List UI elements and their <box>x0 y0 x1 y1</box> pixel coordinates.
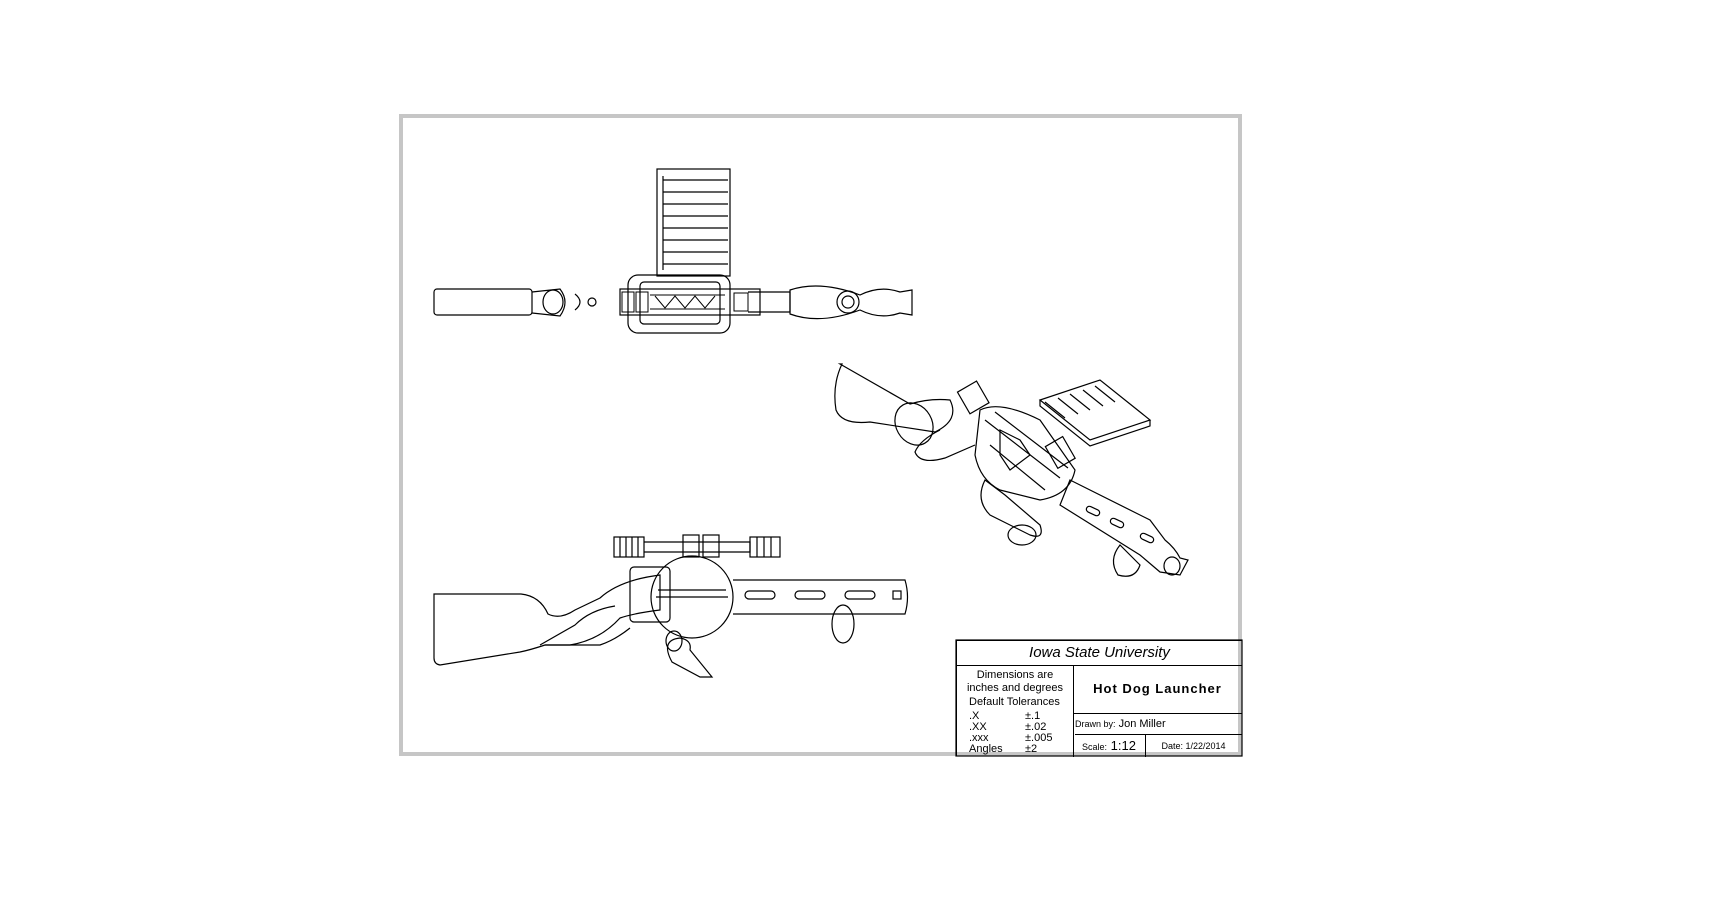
top-view-scope <box>621 291 749 313</box>
top-view <box>433 168 913 334</box>
iso-view-magazine <box>1038 379 1152 447</box>
tolerance-panel: Dimensions are inches and degrees Defaul… <box>957 665 1074 757</box>
isometric-view <box>834 363 1189 577</box>
side-view-scope <box>613 534 781 558</box>
part-title: Hot Dog Launcher <box>1073 665 1242 714</box>
drawing-sheet-frame <box>399 114 1242 756</box>
dimensions-note: Dimensions are inches and degrees <box>966 669 1063 694</box>
default-tolerances-label: Default Tolerances <box>969 696 1060 708</box>
side-view <box>433 534 909 678</box>
drawing-info-panel: Hot Dog Launcher Drawn by: Jon Miller Sc… <box>1073 665 1242 757</box>
scale-field: Scale: 1:12 <box>1073 735 1146 757</box>
date-field: Date: 1/22/2014 <box>1161 741 1226 751</box>
drawn-by: Drawn by: Jon Miller <box>1075 714 1242 735</box>
title-block: Iowa State University Dimensions are inc… <box>956 640 1242 757</box>
university-name: Iowa State University <box>957 641 1242 666</box>
top-view-magazine <box>656 168 731 277</box>
iso-view-body <box>956 380 1076 501</box>
